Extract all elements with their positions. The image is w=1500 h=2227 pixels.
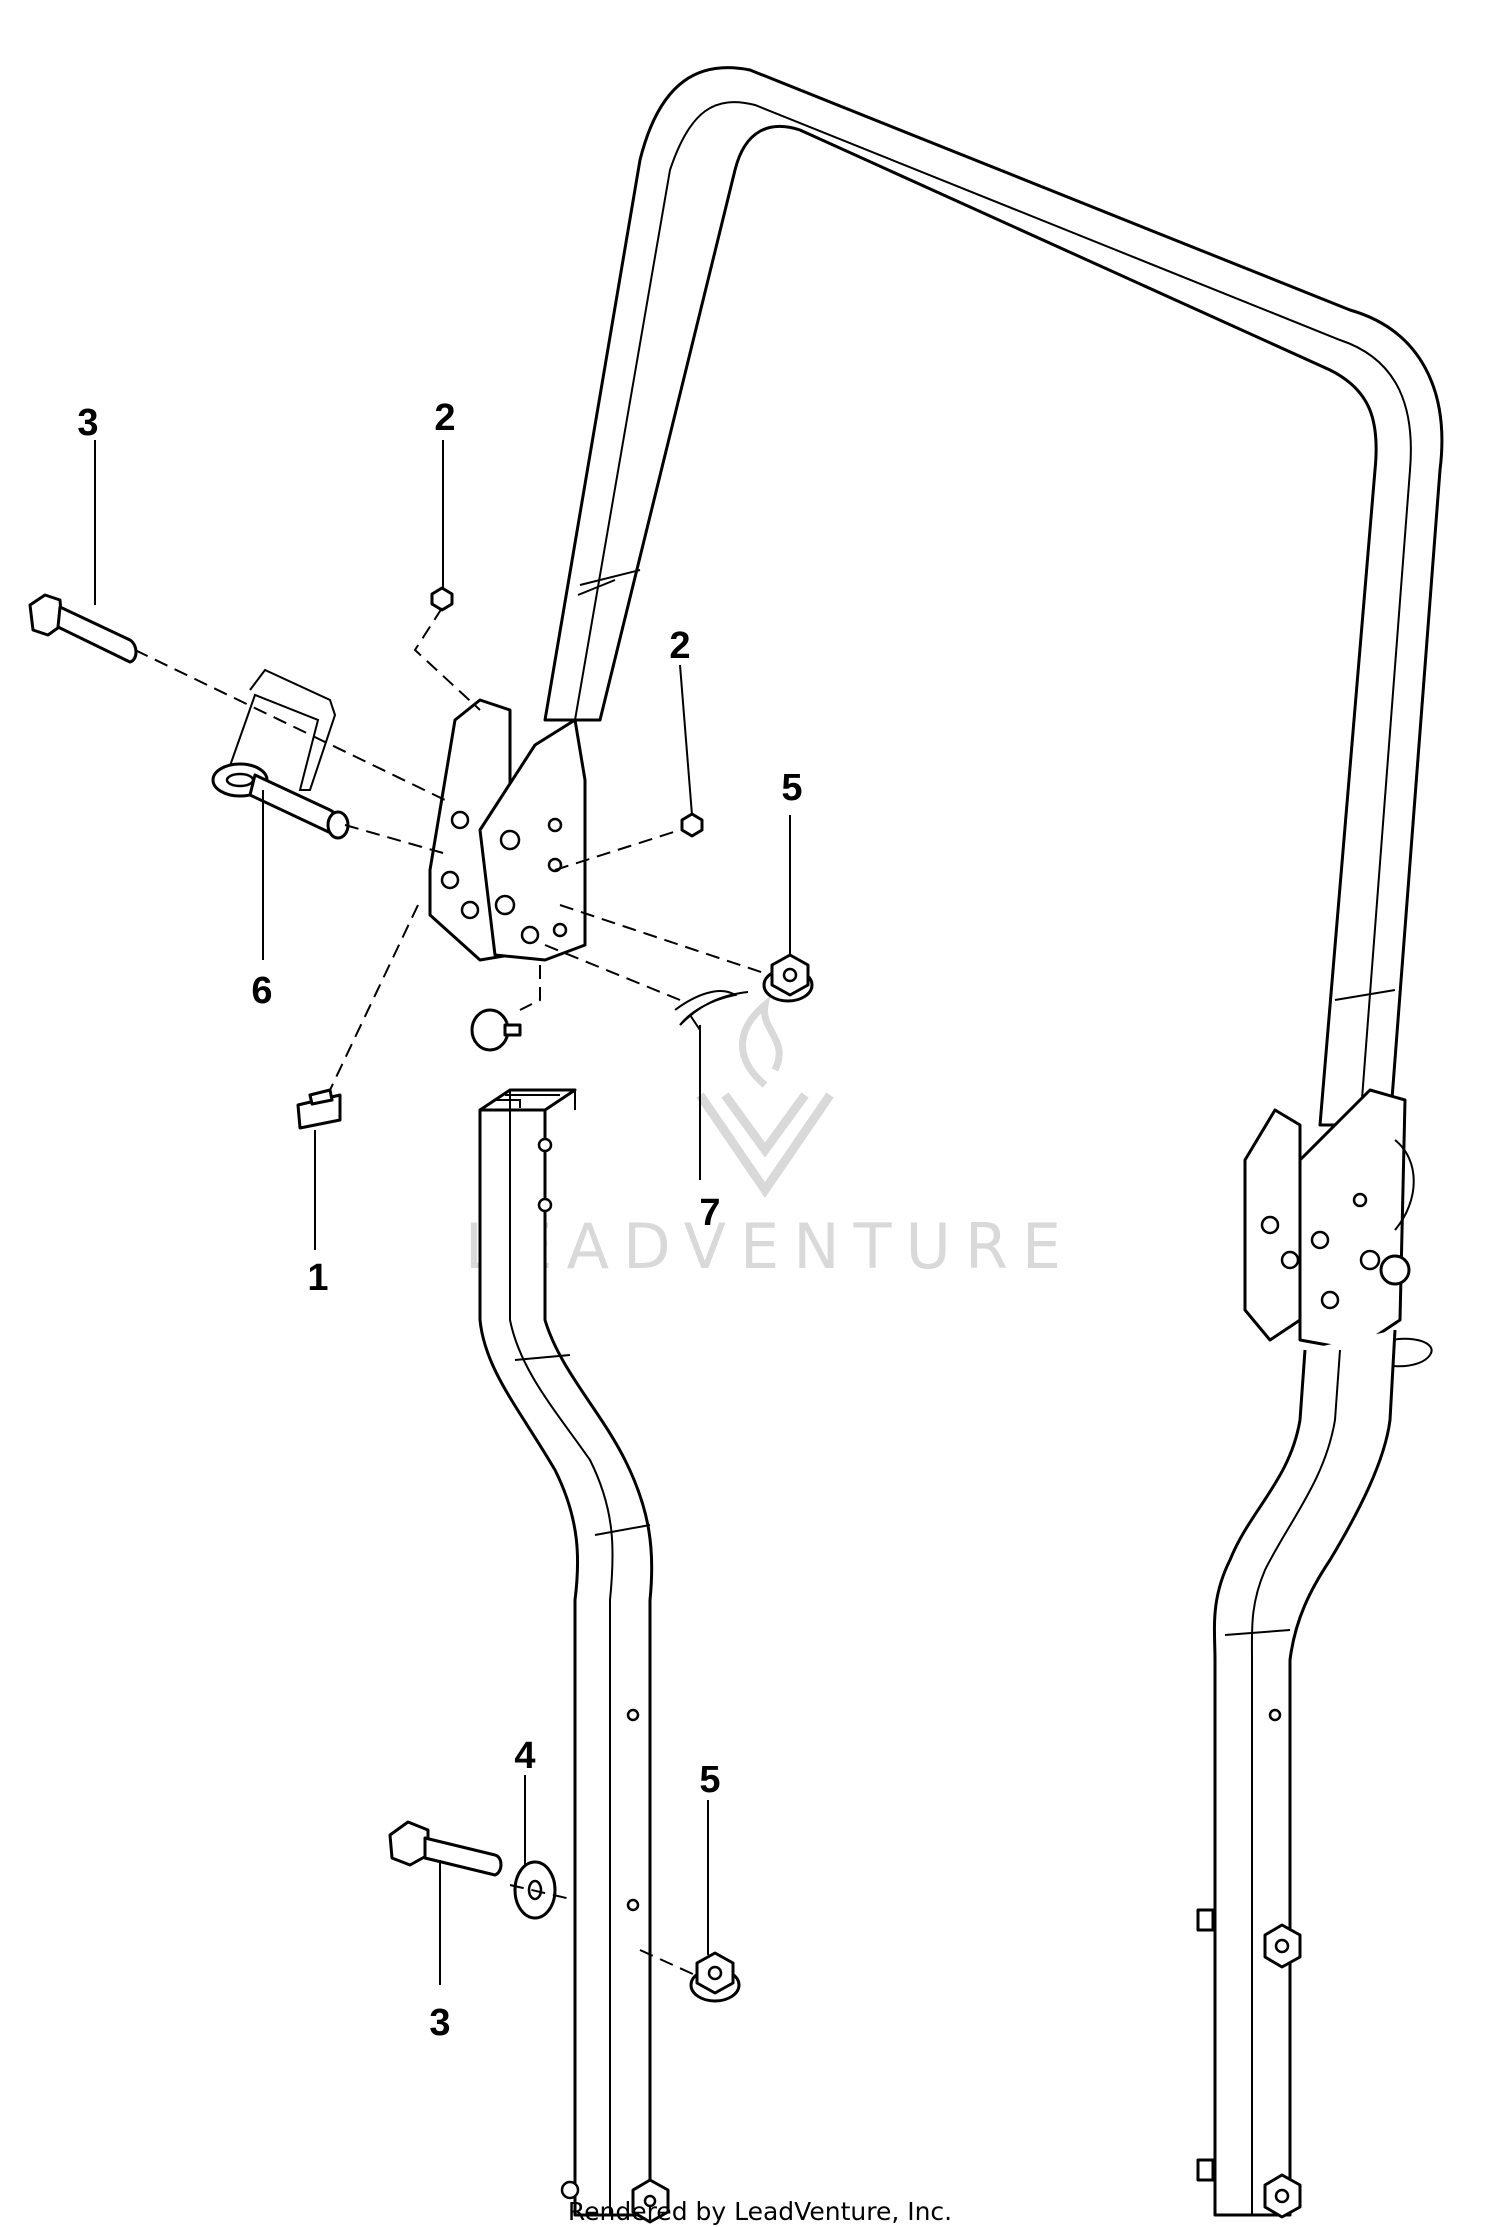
lower-left-leg <box>478 1088 670 2224</box>
callout-1: 1 <box>307 1257 328 1299</box>
callout-leaders <box>94 440 791 1985</box>
watermark: LEADVENTURE <box>465 995 1075 1283</box>
assembly-lines <box>134 607 771 1976</box>
callout-5-top: 5 <box>781 767 802 809</box>
right-frame-bracket <box>1243 1088 1433 1368</box>
callouts: 3 2 2 5 6 7 1 4 5 3 <box>77 397 802 2044</box>
flange-nut-bottom <box>689 1951 741 2003</box>
bolt-top <box>28 593 138 664</box>
callout-6: 6 <box>251 970 272 1012</box>
set-screw-left <box>430 586 454 612</box>
callout-2-right: 2 <box>669 625 690 667</box>
callout-3-top: 3 <box>77 402 98 444</box>
watermark-text: LEADVENTURE <box>465 1210 1075 1283</box>
bolt-bottom <box>388 1820 503 1877</box>
bumper-part-1 <box>296 1088 342 1130</box>
lower-right-leg <box>1196 1329 1397 2219</box>
bumper-mid <box>470 1008 522 1052</box>
flange-nut-top <box>762 953 814 1003</box>
hair-pin-clip <box>674 990 749 1031</box>
callout-2-left: 2 <box>434 397 455 439</box>
left-upper-bracket <box>428 698 587 962</box>
callout-5-bottom: 5 <box>699 1759 720 1801</box>
hitch-pin <box>211 668 350 840</box>
callout-4: 4 <box>514 1735 535 1777</box>
set-screw-right <box>680 812 704 838</box>
leadventure-logo <box>696 995 834 1198</box>
footer-credit: Rendered by LeadVenture, Inc. <box>568 2197 952 2226</box>
callout-7: 7 <box>699 1192 720 1234</box>
callout-3-bottom: 3 <box>429 2002 450 2044</box>
upper-roll-bar <box>543 66 1444 1127</box>
